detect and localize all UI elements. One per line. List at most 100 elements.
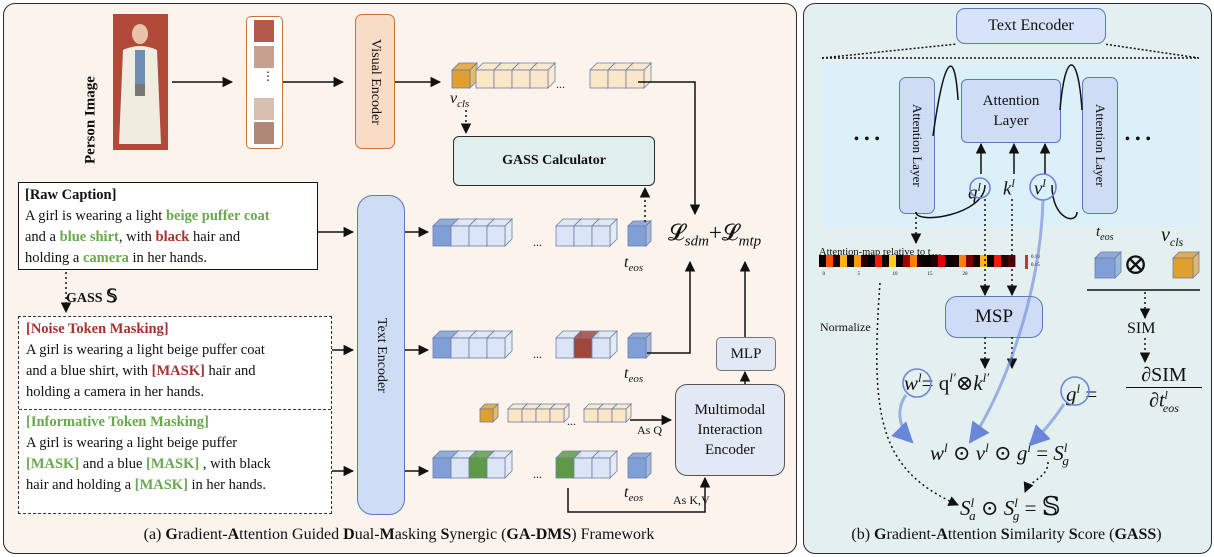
info-line-2: [MASK] and a blue [MASK] , with black [26,454,324,475]
attn-map-label-text: Attention-map relative to t [819,247,931,258]
caption-rest: ynergic ( [449,526,507,543]
text-span: holding a [25,250,83,266]
text-span: and a blue [79,456,147,472]
attention-layer-center-line-2: Layer [993,113,1029,129]
text-encoder-a: Text Encoder [357,195,405,515]
attention-cell [861,255,869,267]
caption-initial: S [1068,526,1078,543]
attention-cell [959,255,967,267]
attention-colorbar [1025,255,1028,269]
loss-plus: + [708,220,722,245]
raw-caption-title: [Raw Caption] [25,187,117,203]
attention-cell [910,255,918,267]
attention-cell [966,255,974,267]
g-label: gl = [1066,381,1098,406]
sup-l: l [1014,495,1018,510]
caption-rest: ual- [354,526,380,543]
t-sub: eos [628,373,644,386]
highlight-span: black [155,229,190,245]
patch-dots: ⋮ [262,69,274,83]
t-sub: eos [628,492,644,505]
normalize-label: Normalize [820,320,871,334]
q-symbol: q [968,182,978,204]
w-symbol: w [930,441,945,465]
loss-mtp-symbol: 𝓛 [721,220,739,245]
caption-initial: S [1000,526,1010,543]
caption-initial: GA-DMS [506,526,572,543]
partial-num: ∂SIM [1126,364,1202,388]
person-image [113,14,168,150]
mie-line-2: Interaction [697,422,763,438]
s-symbol: S [1053,441,1064,465]
attention-layer-left: Attention Layer [899,77,935,214]
text-span: , with [118,229,156,245]
as-kv-label: As K,V [673,493,710,507]
product-equation: wl ⊙ vl ⊙ gl = Slg [930,440,1069,469]
s-symbol: S [1003,496,1015,520]
w-equation: wl= ql′⊗kl′ [904,370,989,396]
sup-l: l [977,180,981,194]
text-span: and a [25,229,60,245]
gass-symbol: 𝕊 [106,286,118,306]
text-span: in her hands. [128,250,208,266]
mlp-block: MLP [716,337,776,371]
s-sub-g: g [1062,453,1069,469]
attention-cell [833,255,841,267]
attention-cell [896,255,904,267]
attention-cell [952,255,960,267]
v-symbol: v [975,441,986,465]
patch-2 [254,46,274,68]
t-symbol: t [624,254,629,271]
attention-cell [980,255,988,267]
attention-cell [854,255,862,267]
as-q-label: As Q [637,423,663,437]
noise-masking-title: [Noise Token Masking] [26,321,169,337]
loss-formula: 𝓛sdm+𝓛mtp [668,220,761,251]
t-eos-label-b: teos [1096,224,1114,243]
caption-rest: ttention [947,526,1001,543]
caption-initial: D [343,526,355,543]
attention-cell [819,255,827,267]
text-span: and a blue shirt, with [26,363,152,379]
caption-initial: G [874,526,887,543]
attention-cell [931,255,939,267]
attention-layer-center: Attention Layer [961,79,1061,143]
msp-block: MSP [945,296,1043,338]
v-cls-label-b: vcls [1161,224,1183,250]
attention-cell [973,255,981,267]
otimes-inline: ⊗ [955,371,974,395]
loss-sdm-sub: sdm [684,233,709,250]
informative-masking-title: [Informative Token Masking] [26,414,209,430]
mask-token: [MASK] [26,456,80,472]
attention-cell [875,255,883,267]
attention-layer-right-label: Attention Layer [1093,104,1108,187]
partial-den: ∂tleos [1149,388,1179,415]
t-sub: eos [1100,232,1114,243]
caption-initial: A [936,526,948,543]
caption-rest: radient- [177,526,228,543]
k-prime-sup: l′ [982,370,990,385]
t-eos-label-2: teos [624,365,643,385]
sup-l: l [970,495,975,510]
attention-layer-right: Attention Layer [1082,77,1118,214]
loss-sdm-symbol: 𝓛 [668,220,685,245]
text-span: , with black [199,456,271,472]
attention-cell [994,255,1002,267]
noise-line-2: and a blue shirt, with [MASK] hair and [26,361,324,382]
gass-calculator: GASS Calculator [453,136,655,186]
highlight-span: blue shirt [59,229,119,245]
q-l-label: ql [968,180,981,204]
sup-l: l [982,370,987,385]
raw-caption-box: [Raw Caption] A girl is wearing a light … [18,182,318,270]
sup-l: l [985,440,989,455]
text-span: A girl is wearing a light [25,208,166,224]
sup-l: l [1011,176,1015,190]
caption-rest: radient- [886,526,937,543]
text-span: in her hands. [187,477,267,493]
mask-token: [MASK] [134,477,188,493]
k-symbol: k [973,371,983,395]
raw-caption-line-2: and a blue shirt, with black hair and [25,227,311,248]
attention-cell [917,255,925,267]
attention-colorbar-tick: 0.10 [1031,255,1040,260]
sim-label: SIM [1127,320,1156,337]
